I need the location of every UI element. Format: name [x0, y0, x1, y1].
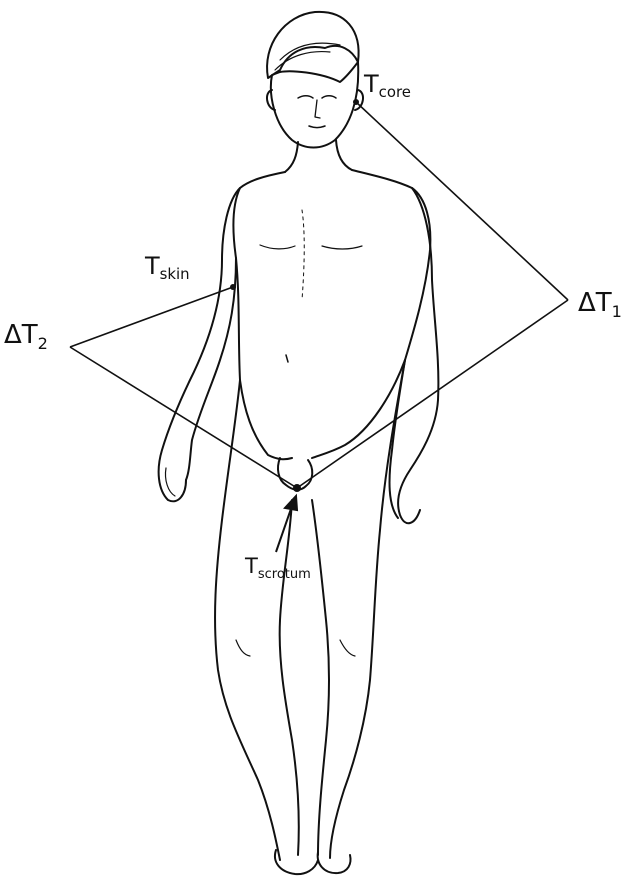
right-arm — [159, 188, 240, 501]
label-t-scrotum-base: T — [245, 554, 258, 578]
label-t-scrotum-sub: scrotum — [258, 567, 311, 582]
label-t-core-sub: core — [379, 83, 411, 101]
label-delta-t1-sub: 1 — [612, 302, 622, 321]
label-t-core: Tcore — [364, 72, 411, 96]
dt1-line-scrotum — [297, 300, 568, 488]
label-delta-t2: ΔT2 — [4, 322, 48, 348]
head — [271, 62, 358, 148]
feet — [275, 850, 318, 874]
label-delta-t1-base: ΔT — [578, 288, 612, 318]
skin-point — [230, 284, 236, 290]
left-leg — [312, 500, 329, 855]
hair — [267, 12, 359, 78]
label-t-core-base: T — [364, 70, 379, 98]
label-delta-t1: ΔT1 — [578, 290, 622, 316]
torso — [233, 172, 292, 459]
left-arm — [398, 188, 438, 523]
label-t-scrotum: Tscrotum — [245, 556, 311, 577]
core-point — [353, 99, 359, 105]
label-t-skin-base: T — [145, 252, 160, 280]
label-t-skin-sub: skin — [160, 265, 190, 283]
label-delta-t2-base: ΔT — [4, 320, 38, 350]
dt2-line-scrotum — [70, 347, 297, 488]
label-delta-t2-sub: 2 — [38, 334, 48, 353]
dt1-line-core — [356, 102, 568, 300]
label-t-skin: Tskin — [145, 254, 190, 278]
scrotum-arrowhead — [285, 496, 297, 510]
right-leg — [215, 380, 280, 860]
